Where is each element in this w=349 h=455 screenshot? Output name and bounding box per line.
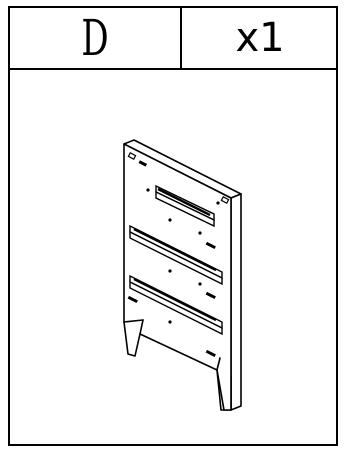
part-quantity-cell: x1 xyxy=(182,8,338,68)
part-header: D x1 xyxy=(10,8,336,70)
part-quantity: x1 xyxy=(235,15,285,61)
part-card: D x1 xyxy=(8,6,338,446)
header-divider xyxy=(180,8,182,68)
part-letter: D xyxy=(81,9,109,67)
illustration-area xyxy=(10,70,336,444)
part-letter-cell: D xyxy=(10,8,180,68)
headboard-panel-icon xyxy=(123,139,242,411)
